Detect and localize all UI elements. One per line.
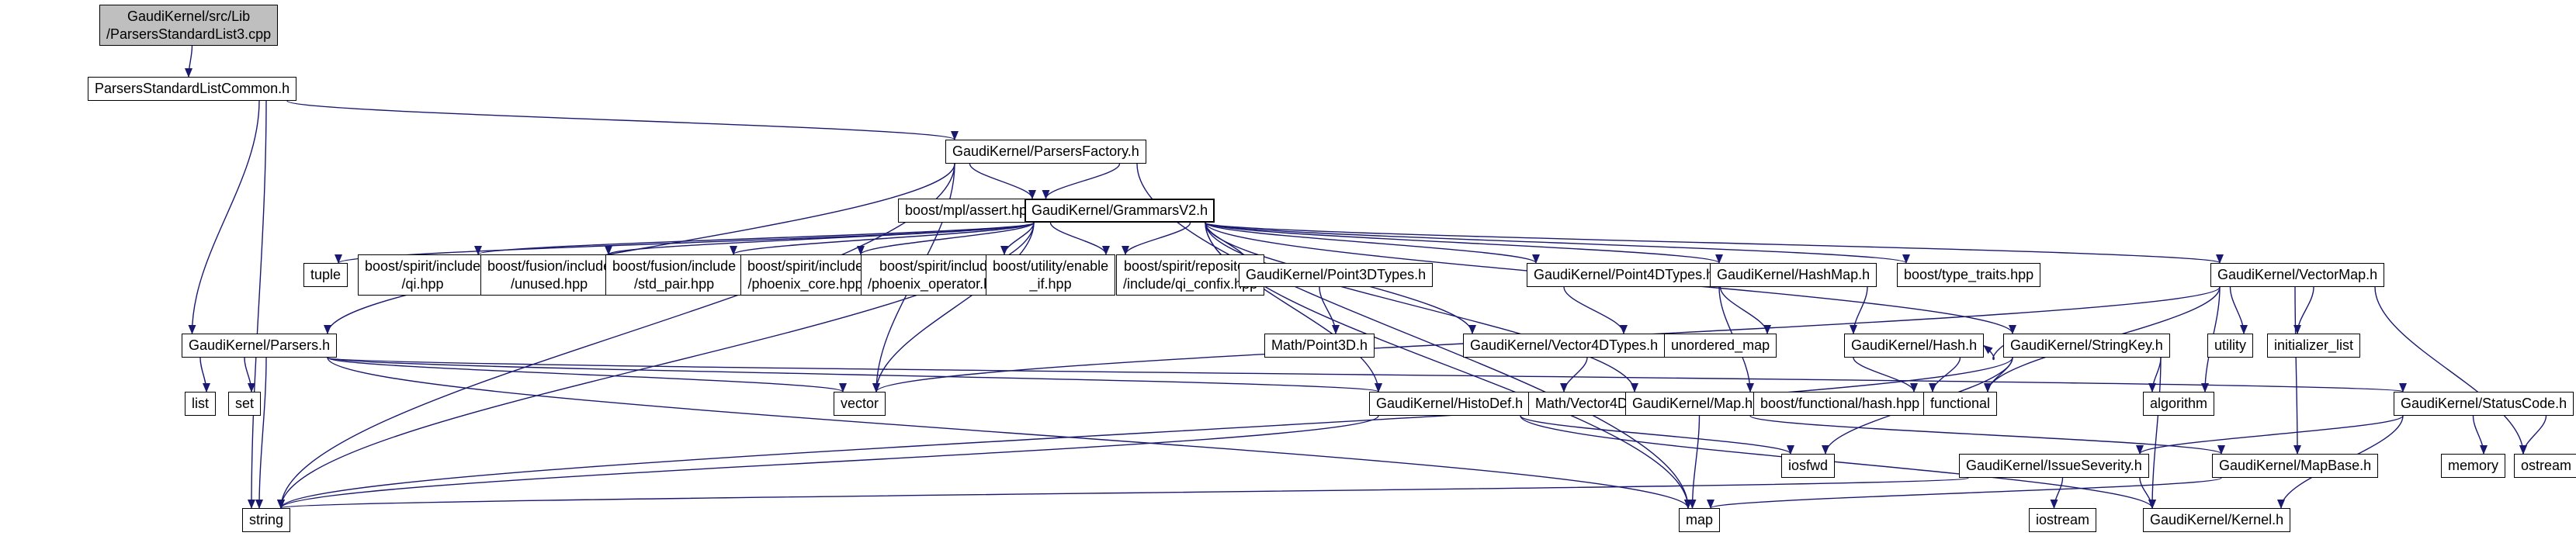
node-functional[interactable]: functional bbox=[1923, 392, 1998, 416]
node-qi_confix[interactable]: boost/spirit/repository /include/qi_conf… bbox=[1116, 254, 1265, 296]
edge-histodef-kernel bbox=[1520, 415, 2156, 509]
edge-vectormap-ostream bbox=[2374, 286, 2527, 455]
node-iosfwd[interactable]: iosfwd bbox=[1781, 454, 1836, 478]
edge-statuscode-issueseverity bbox=[2136, 415, 2404, 455]
edge-grammars-hashmap bbox=[1205, 222, 1723, 264]
node-phoenix_core[interactable]: boost/spirit/include /phoenix_core.hpp bbox=[740, 254, 871, 296]
edge-parsers-map bbox=[327, 357, 1692, 509]
node-point4dtypes[interactable]: GaudiKernel/Point4DTypes.h bbox=[1527, 263, 1721, 287]
edge-parsers-string bbox=[255, 357, 267, 509]
edge-issueseverity-iostream bbox=[2050, 477, 2064, 509]
node-hashmap[interactable]: GaudiKernel/HashMap.h bbox=[1710, 263, 1877, 287]
edge-grammars-qi_confix bbox=[1122, 222, 1191, 255]
edge-grammars-vector bbox=[872, 222, 1035, 392]
edge-map_h-map bbox=[1688, 415, 1701, 509]
node-assert[interactable]: boost/mpl/assert.hpp bbox=[898, 199, 1042, 223]
edge-issueseverity-kernel bbox=[2139, 477, 2156, 509]
node-qi[interactable]: boost/spirit/include /qi.hpp bbox=[358, 254, 488, 296]
node-point3dtypes[interactable]: GaudiKernel/Point3DTypes.h bbox=[1239, 263, 1434, 287]
node-parsers[interactable]: GaudiKernel/Parsers.h bbox=[182, 334, 338, 358]
edge-grammars-type_traits bbox=[1205, 222, 1910, 264]
edge-statuscode-ostream bbox=[2519, 415, 2547, 455]
edge-map_h-mapbase bbox=[1749, 415, 2225, 455]
edge-stringkey-kernel bbox=[2148, 357, 2162, 509]
node-enable_if[interactable]: boost/utility/enable _if.hpp bbox=[986, 254, 1116, 296]
edge-issueseverity-string bbox=[278, 477, 1969, 509]
node-common[interactable]: ParsersStandardListCommon.h bbox=[88, 77, 297, 101]
node-vector4dtypes[interactable]: GaudiKernel/Vector4DTypes.h bbox=[1463, 334, 1666, 358]
node-set[interactable]: set bbox=[228, 392, 262, 416]
edge-common-factory bbox=[286, 100, 959, 140]
edge-hashmap-hash bbox=[1850, 286, 1868, 334]
edge-vector4dtypes-math_vector4d bbox=[1560, 357, 1588, 392]
node-math_point3d[interactable]: Math/Point3D.h bbox=[1264, 334, 1375, 358]
edge-grammars-unused bbox=[605, 222, 1035, 255]
edge-stringkey-functional bbox=[1984, 357, 2013, 392]
node-unordered_map[interactable]: unordered_map bbox=[1664, 334, 1777, 358]
edge-factory-grammars bbox=[1042, 163, 1121, 199]
edge-grammars-phoenix_core bbox=[857, 222, 1035, 255]
node-std_pair[interactable]: boost/fusion/include /std_pair.hpp bbox=[605, 254, 744, 296]
edge-histodef-string bbox=[277, 415, 1379, 509]
node-factory[interactable]: GaudiKernel/ParsersFactory.h bbox=[945, 140, 1146, 164]
node-vector[interactable]: vector bbox=[834, 392, 886, 416]
edge-common-parsers bbox=[188, 100, 260, 334]
edge-vectormap-utility bbox=[2229, 286, 2248, 334]
node-issueseverity[interactable]: GaudiKernel/IssueSeverity.h bbox=[1959, 454, 2149, 478]
edge-histodef-iosfwd bbox=[1520, 415, 1794, 455]
edge-parsers-vector bbox=[327, 357, 847, 392]
node-map[interactable]: map bbox=[1679, 508, 1721, 532]
node-algorithm[interactable]: algorithm bbox=[2143, 392, 2215, 416]
edge-stringkey-hash bbox=[1983, 344, 2004, 361]
node-iostream[interactable]: iostream bbox=[2029, 508, 2097, 532]
node-unused[interactable]: boost/fusion/include /unused.hpp bbox=[480, 254, 619, 296]
edge-grammars-map_h bbox=[1205, 222, 1638, 392]
node-vectormap[interactable]: GaudiKernel/VectorMap.h bbox=[2210, 263, 2385, 287]
node-cpp: GaudiKernel/src/Lib /ParsersStandardList… bbox=[99, 5, 279, 46]
node-type_traits[interactable]: boost/type_traits.hpp bbox=[1897, 263, 2041, 287]
edge-hash-boost_hash bbox=[1853, 357, 1918, 392]
node-histodef[interactable]: GaudiKernel/HistoDef.h bbox=[1369, 392, 1531, 416]
node-string[interactable]: string bbox=[242, 508, 291, 532]
node-list[interactable]: list bbox=[185, 392, 216, 416]
node-kernel[interactable]: GaudiKernel/Kernel.h bbox=[2143, 508, 2291, 532]
edge-vectormap-mapbase bbox=[2293, 286, 2301, 455]
edge-common-string bbox=[248, 100, 267, 509]
edge-grammars-enable_if bbox=[1049, 222, 1110, 255]
node-ostream[interactable]: ostream bbox=[2514, 454, 2576, 478]
edge-grammars-point4dtypes bbox=[1205, 222, 1540, 264]
edge-grammars-std_pair bbox=[730, 222, 1035, 255]
edge-parsers-list bbox=[199, 357, 210, 392]
edge-point3dtypes-math_point3d bbox=[1319, 286, 1340, 334]
edge-mapbase-map bbox=[1707, 477, 2222, 509]
node-statuscode[interactable]: GaudiKernel/StatusCode.h bbox=[2394, 392, 2574, 416]
edge-grammars-phoenix_operator bbox=[1000, 222, 1035, 255]
node-memory[interactable]: memory bbox=[2441, 454, 2506, 478]
edge-cpp-common bbox=[185, 45, 193, 78]
node-mapbase[interactable]: GaudiKernel/MapBase.h bbox=[2212, 454, 2379, 478]
edge-point4dtypes-vector4dtypes bbox=[1563, 286, 1628, 334]
node-initializer_list[interactable]: initializer_list bbox=[2267, 334, 2361, 358]
node-utility[interactable]: utility bbox=[2207, 334, 2254, 358]
node-stringkey[interactable]: GaudiKernel/StringKey.h bbox=[2003, 334, 2170, 358]
node-tuple[interactable]: tuple bbox=[303, 263, 348, 287]
edge-stringkey-string bbox=[277, 357, 2013, 509]
edge-parsers-histodef bbox=[327, 357, 1382, 392]
edge-vectormap-initializer_list bbox=[2293, 286, 2314, 334]
edge-parsers-set bbox=[244, 357, 255, 392]
node-hash[interactable]: GaudiKernel/Hash.h bbox=[1844, 334, 1985, 358]
edge-grammars-qi bbox=[474, 222, 1035, 255]
edge-hashmap-unordered_map bbox=[1719, 286, 1771, 334]
edge-parsers-statuscode bbox=[327, 357, 2406, 392]
edge-factory-assert bbox=[969, 163, 1036, 199]
node-grammars[interactable]: GaudiKernel/GrammarsV2.h bbox=[1025, 199, 1215, 223]
edge-grammars-vectormap bbox=[1205, 222, 2224, 264]
edge-statuscode-memory bbox=[2472, 415, 2488, 455]
edge-factory-string bbox=[277, 163, 955, 509]
node-map_h[interactable]: GaudiKernel/Map.h bbox=[1625, 392, 1760, 416]
node-boost_hash[interactable]: boost/functional/hash.hpp bbox=[1753, 392, 1927, 416]
edge-hash-functional bbox=[1929, 357, 1961, 392]
